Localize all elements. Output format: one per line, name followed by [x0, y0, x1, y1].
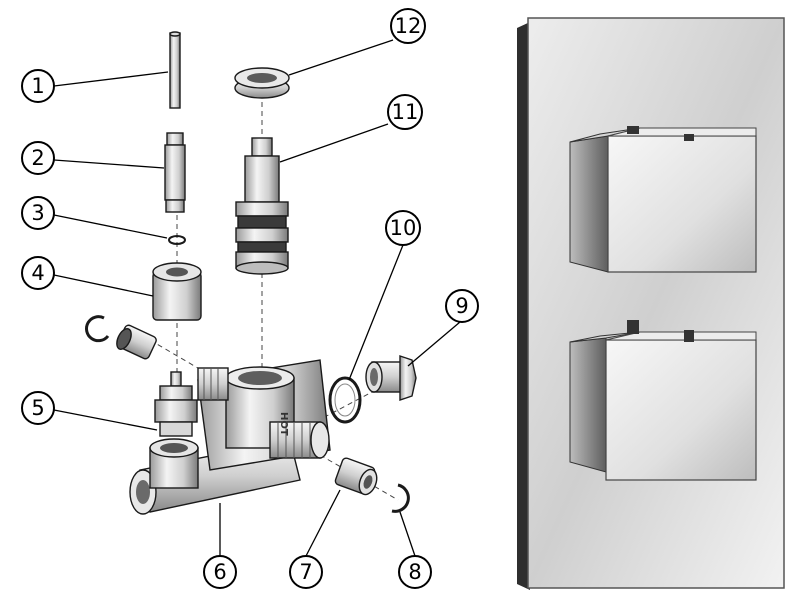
part-4-adapter-sleeve: [152, 262, 202, 321]
svg-text:2: 2: [31, 146, 44, 170]
part-9-hex-union: [365, 355, 417, 401]
retaining-clip-left: [85, 315, 110, 343]
callout-4: 4: [21, 256, 55, 290]
svg-text:4: 4: [31, 261, 44, 285]
leader-lines: [53, 39, 461, 557]
hot-embossed-label: HOT: [278, 412, 289, 436]
callout-10: 10: [385, 210, 421, 246]
callout-5: 5: [21, 391, 55, 425]
callout-7: 7: [289, 555, 323, 589]
part-7-check-valve: [334, 457, 378, 496]
callout-9: 9: [445, 289, 479, 323]
part-11-cartridge: [235, 137, 289, 275]
shower-valve-faceplate: [517, 17, 785, 590]
check-valve-left: [116, 324, 157, 360]
part-6-valve-body: HOT: [129, 359, 331, 515]
callout-2: 2: [21, 141, 55, 175]
part-3-o-ring: [168, 235, 186, 245]
callout-6: 6: [203, 555, 237, 589]
part-5-flow-cartridge: [154, 371, 198, 437]
svg-text:8: 8: [408, 560, 421, 584]
callout-11: 11: [387, 94, 423, 130]
svg-text:11: 11: [392, 100, 419, 124]
part-2-extension-rod: [164, 132, 186, 213]
svg-text:9: 9: [455, 294, 468, 318]
callout-1: 1: [21, 69, 55, 103]
svg-text:6: 6: [213, 560, 226, 584]
part-1-spindle-pin: [169, 31, 181, 109]
callout-8: 8: [398, 555, 432, 589]
part-12-ring-nut: [234, 67, 290, 99]
svg-text:7: 7: [299, 560, 312, 584]
faceplate-face: [527, 17, 785, 589]
svg-text:1: 1: [31, 74, 44, 98]
part-10-washer: [328, 376, 362, 424]
callout-12: 12: [390, 8, 426, 44]
svg-text:5: 5: [31, 396, 44, 420]
faceplate-edge: [517, 22, 530, 590]
lower-control-knob: [569, 320, 757, 481]
svg-text:10: 10: [390, 216, 417, 240]
svg-text:3: 3: [31, 201, 44, 225]
part-8-circlip: [391, 483, 410, 513]
svg-text:12: 12: [395, 14, 422, 38]
callout-3: 3: [21, 196, 55, 230]
upper-control-knob: [569, 126, 757, 273]
